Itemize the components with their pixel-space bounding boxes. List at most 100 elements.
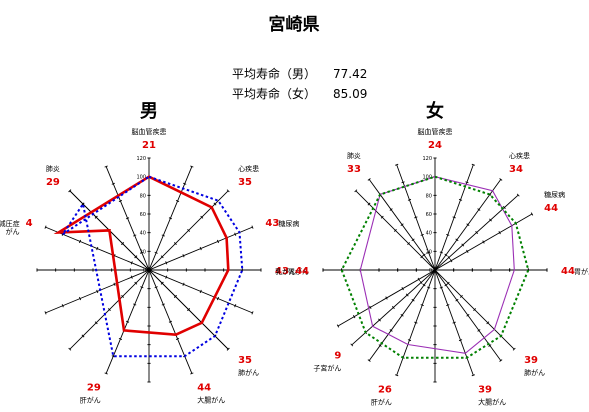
axis-tick-female [444, 283, 448, 287]
axis-tick-female [367, 178, 371, 181]
axis-tick-female [395, 374, 399, 377]
category-label-line: 糖尿病 [278, 219, 299, 228]
category-label-line: 大腸がん [478, 397, 506, 406]
axis-tick-female [380, 215, 384, 219]
category-label-line: 減圧症 [0, 219, 20, 228]
axis-tick-male [234, 304, 237, 308]
axis-tick-female [407, 242, 411, 246]
axis-tick-male [199, 289, 202, 294]
axis-tick-female [419, 281, 423, 284]
axis-tick-female [473, 308, 477, 312]
scale-tick-label-female: 120 [422, 156, 432, 162]
axis-tick-male [107, 308, 111, 312]
axis-tick-female [471, 163, 475, 166]
axis-tick-male [182, 282, 185, 286]
axis-tick-female [395, 163, 399, 166]
axis-tick-male [161, 234, 165, 237]
axis-tick-female [499, 359, 503, 362]
axis-tick-male [61, 304, 64, 308]
axis-tick-male [160, 255, 164, 259]
category-label-line: 大腸がん [197, 395, 225, 404]
life-expectancy-male-value: 77.42 [333, 67, 367, 81]
axis-tick-female [352, 315, 356, 319]
axis-tick-female [455, 298, 459, 302]
axis-tick-female [411, 238, 415, 242]
axis-tick-male [175, 199, 180, 203]
axis-tick-female [465, 181, 469, 184]
category-label-female-3: 胃がん [574, 267, 589, 276]
axis-tick-female [466, 314, 470, 317]
rank-label-male-1: 35 [238, 177, 252, 188]
category-label-male-2: 糖尿病 [278, 219, 299, 228]
scale-tick-label-female: 40 [426, 231, 432, 237]
axis-tick-male [216, 239, 220, 244]
category-label-line: 脳血管疾患 [418, 127, 453, 136]
axis-tick-male [81, 334, 85, 338]
axis-tick-female [452, 321, 456, 324]
axis-tick-male [140, 251, 144, 254]
axis-tick-female [420, 304, 424, 307]
category-label-male-0: 脳血管疾患 [132, 127, 167, 136]
axis-tick-female [367, 359, 371, 362]
axis-tick-female [486, 321, 490, 325]
axis-tick-female [458, 198, 463, 201]
axis-tick-male [111, 182, 115, 185]
category-label-line: 糖尿病 [544, 190, 565, 199]
scale-tick-label-male: 120 [136, 156, 146, 162]
rank-label-female-8: 44 [295, 266, 309, 277]
category-label-male-3: 胃がん [288, 267, 309, 276]
axis-tick-male [125, 320, 130, 323]
rank-label-male-3: 43 [275, 266, 289, 277]
axis-tick-female [444, 253, 448, 257]
category-label-line: 胃がん [574, 267, 589, 276]
axis-tick-female [439, 286, 444, 289]
axis-tick-male [182, 254, 185, 258]
axis-tick-female [411, 298, 415, 302]
axis-tick-male [160, 281, 164, 285]
axis-tick-female [439, 251, 444, 254]
rank-label-male-4: 35 [238, 355, 252, 366]
axis-tick-male [78, 296, 82, 301]
axis-tick-female [458, 339, 463, 342]
axis-tick-female [426, 286, 431, 289]
axis-tick-male [165, 261, 168, 265]
axis-tick-female [446, 304, 450, 307]
axis-tick-female [417, 277, 421, 281]
axis-tick-female [400, 223, 404, 226]
axis-tick-female [502, 206, 506, 210]
series-female-1 [340, 175, 530, 359]
axis-tick-male [173, 242, 177, 246]
scale-tick-label-male: 60 [140, 212, 146, 218]
axis-tick-male [113, 282, 116, 286]
axis-tick-female [420, 255, 424, 259]
axis-tick-female [367, 202, 371, 206]
category-label-line: 肝がん [80, 395, 101, 404]
category-label-male-6: 肝がん [80, 395, 101, 404]
category-label-female-4: 肺がん [524, 368, 545, 377]
axis-tick-male [134, 281, 138, 285]
category-label-line: 肺炎 [347, 152, 361, 160]
category-label-line: 肺がん [524, 368, 545, 377]
axis-tick-female [401, 181, 405, 184]
rank-label-female-0: 24 [428, 140, 442, 151]
axis-tick-male [165, 275, 168, 279]
scale-tick-label-male: 20 [140, 249, 146, 255]
axis-tick-male [187, 308, 191, 312]
rank-label-female-2: 44 [544, 203, 558, 214]
axis-tick-male [154, 251, 158, 254]
axis-tick-female [530, 212, 534, 216]
axis-tick-female [369, 305, 372, 309]
axis-tick-female [447, 256, 451, 259]
axis-tick-male [68, 189, 72, 193]
axis-tick-female [498, 231, 501, 235]
category-label-female-2: 糖尿病 [544, 190, 565, 199]
axis-tick-female [488, 344, 492, 347]
axis-tick-female [405, 293, 409, 297]
scale-tick-label-female: 20 [426, 249, 432, 255]
axis-tick-female [461, 243, 465, 247]
axis-tick-female [336, 324, 340, 328]
rank-label-male-0: 21 [142, 140, 156, 151]
axis-tick-male [44, 311, 47, 315]
rank-label-male-5: 44 [197, 382, 211, 393]
category-label-female-7: 子宮がん [313, 363, 341, 372]
